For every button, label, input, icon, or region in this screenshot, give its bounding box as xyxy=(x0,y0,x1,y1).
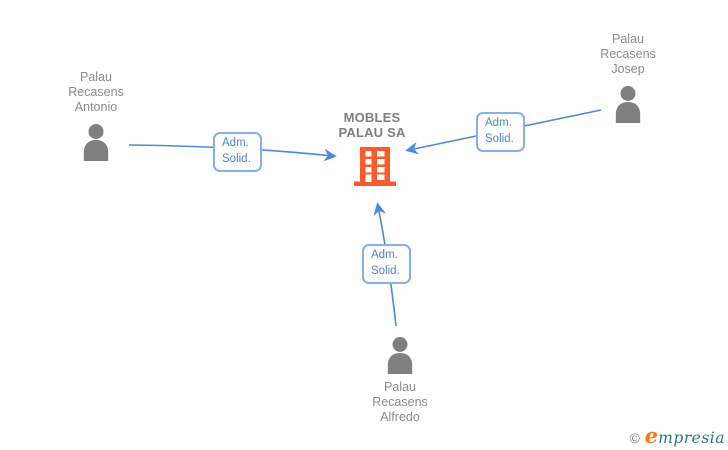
relation-badge-antonio[interactable]: Adm. Solid. xyxy=(213,132,262,172)
person-name-line: Alfredo xyxy=(380,410,420,424)
person-name-line: Palau xyxy=(80,70,112,84)
relation-label-line: Solid. xyxy=(485,132,514,145)
logo-letter-e: e xyxy=(644,423,659,448)
person-icon xyxy=(387,337,413,374)
person-name-line: Palau xyxy=(612,32,644,46)
person-name-line: Antonio xyxy=(74,100,118,114)
person-node-alfredo[interactable]: Palau Recasens Alfredo xyxy=(340,336,460,425)
person-name-line: Josep xyxy=(611,62,645,76)
building-icon xyxy=(354,147,396,186)
relation-label-line: Solid. xyxy=(222,152,251,165)
relation-label-line: Adm. xyxy=(371,249,398,261)
company-node[interactable]: MOBLES PALAU SA xyxy=(312,110,432,186)
relation-label-line: Adm. xyxy=(485,117,512,129)
person-node-josep[interactable]: Palau Recasens Josep xyxy=(568,32,688,123)
person-icon xyxy=(615,86,641,123)
copyright-icon: © xyxy=(629,430,640,446)
person-name-line: Recasens xyxy=(600,47,656,61)
person-name-line: Recasens xyxy=(372,395,428,409)
person-node-antonio[interactable]: Palau Recasens Antonio xyxy=(36,70,156,161)
person-name-line: Recasens xyxy=(68,85,124,99)
company-name-line: PALAU SA xyxy=(338,124,406,140)
relation-label-line: Adm. xyxy=(222,137,249,149)
relation-badge-alfredo[interactable]: Adm. Solid. xyxy=(362,244,411,284)
empresia-logo[interactable]: © e mpresia xyxy=(629,423,725,448)
company-name-line: MOBLES xyxy=(343,110,401,125)
relation-badge-josep[interactable]: Adm. Solid. xyxy=(476,112,525,152)
person-icon xyxy=(83,124,109,161)
relation-label-line: Solid. xyxy=(371,264,400,277)
logo-wordmark: mpresia xyxy=(658,429,725,447)
person-name-line: Palau xyxy=(384,380,416,394)
